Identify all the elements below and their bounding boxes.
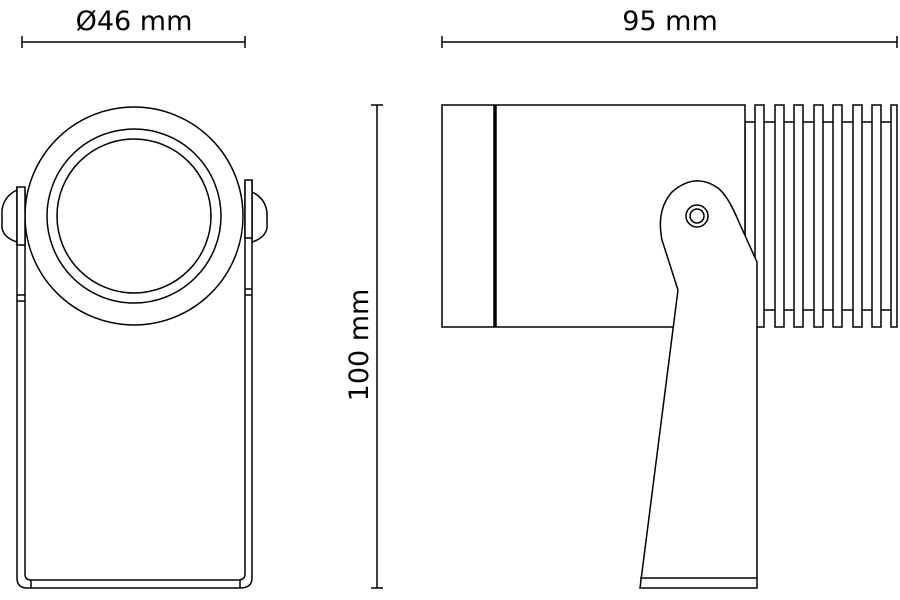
pivot-screw-icon — [685, 204, 709, 228]
heatsink-fins — [744, 104, 898, 328]
diameter-dimension: Ø46 mm — [21, 6, 246, 48]
length-label: 95 mm — [622, 6, 718, 37]
height-dimension: 100 mm — [344, 104, 383, 589]
side-bracket — [639, 180, 758, 589]
left-knob — [1, 188, 18, 244]
height-label: 100 mm — [344, 289, 375, 402]
length-dimension: 95 mm — [441, 6, 898, 48]
right-knob — [251, 190, 268, 244]
side-view — [441, 104, 898, 589]
front-view — [1, 106, 268, 589]
lens — [56, 138, 212, 294]
diameter-label: Ø46 mm — [76, 6, 193, 37]
